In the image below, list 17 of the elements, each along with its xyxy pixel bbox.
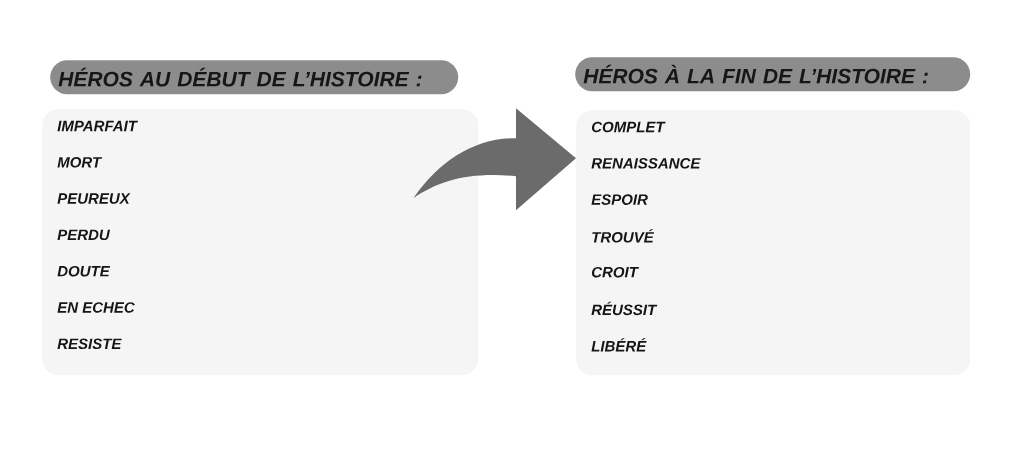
list-item: EN ECHEC [57,302,135,313]
list-item: TROUVÉ [592,229,655,243]
heading-band: HÉROS AU DÉBUT DE L’HISTOIRE : [50,60,459,95]
list-item: PERDU [57,229,110,241]
list-item: RENAISSANCE [591,158,701,169]
list-item: PEUREUX [57,193,131,204]
list-item: MORT [57,157,103,168]
list-item: COMPLET [591,121,666,133]
list-item: LIBÉRÉ [591,338,647,352]
list-item: DOUTE [57,265,111,277]
list-item: IMPARFAIT [57,120,138,132]
curved-arrow [413,108,576,211]
list-item: CROIT [591,266,639,278]
list-item: RESISTE [57,338,122,350]
list-item: RÉUSSIT [591,301,658,316]
list-item: ESPOIR [591,194,648,205]
heading-band: HÉROS À LA FIN DE L’HISTOIRE : [575,57,971,92]
